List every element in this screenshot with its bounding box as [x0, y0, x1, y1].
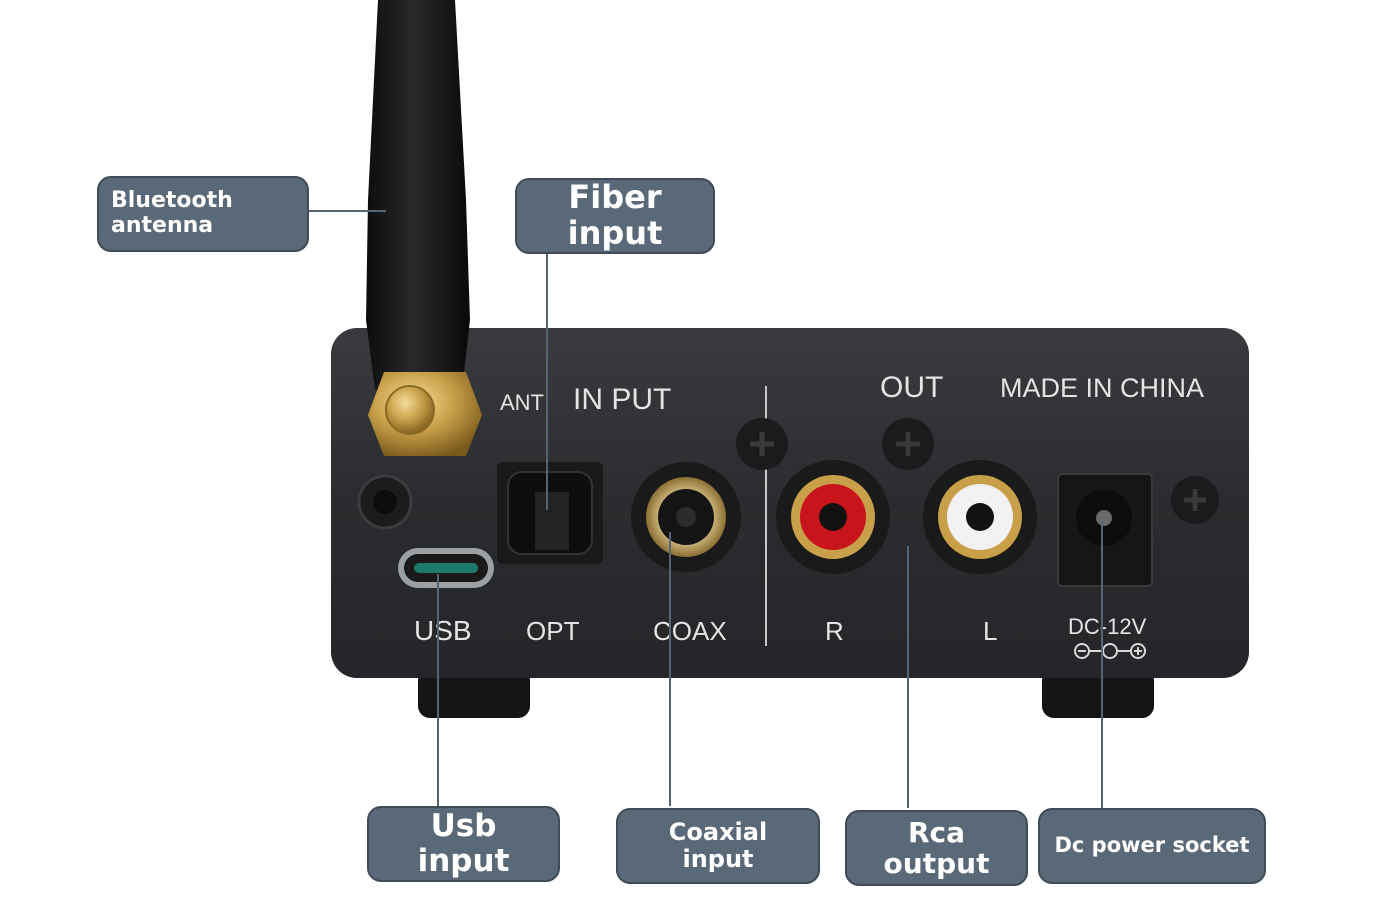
coax-port	[631, 462, 741, 572]
label-dc: DC-12V	[1068, 614, 1147, 639]
rca-left-port	[923, 460, 1037, 574]
label-coax: COAX	[653, 616, 727, 646]
panel-screw-1	[736, 418, 788, 470]
label-l: L	[983, 616, 997, 646]
left-screw-hole	[357, 474, 413, 530]
usb-c-port	[398, 548, 494, 588]
rca-right-port	[776, 460, 890, 574]
coaxial-input-callout: Coaxial input	[616, 808, 820, 884]
label-usb: USB	[414, 615, 472, 646]
label-out: OUT	[880, 371, 943, 404]
right-screw	[1171, 476, 1219, 524]
antenna	[366, 0, 470, 390]
rca-output-callout: Rca output	[845, 810, 1028, 886]
label-ant: ANT	[500, 390, 544, 415]
panel-screw-2	[882, 418, 934, 470]
label-opt: OPT	[526, 616, 580, 646]
right-foot	[1042, 668, 1154, 718]
optical-port	[497, 462, 603, 564]
label-input: IN PUT	[573, 383, 671, 416]
label-r: R	[825, 616, 844, 646]
label-made-in-china: MADE IN CHINA	[1000, 373, 1204, 403]
dc-power-socket-callout: Dc power socket	[1038, 808, 1266, 884]
dc-power-jack	[1057, 473, 1153, 587]
left-foot	[418, 668, 530, 718]
usb-input-callout: Usb input	[367, 806, 560, 882]
fiber-input-callout: Fiber input	[515, 178, 715, 254]
bluetooth-antenna-callout: Bluetooth antenna	[97, 176, 309, 252]
sma-connector	[368, 372, 482, 456]
